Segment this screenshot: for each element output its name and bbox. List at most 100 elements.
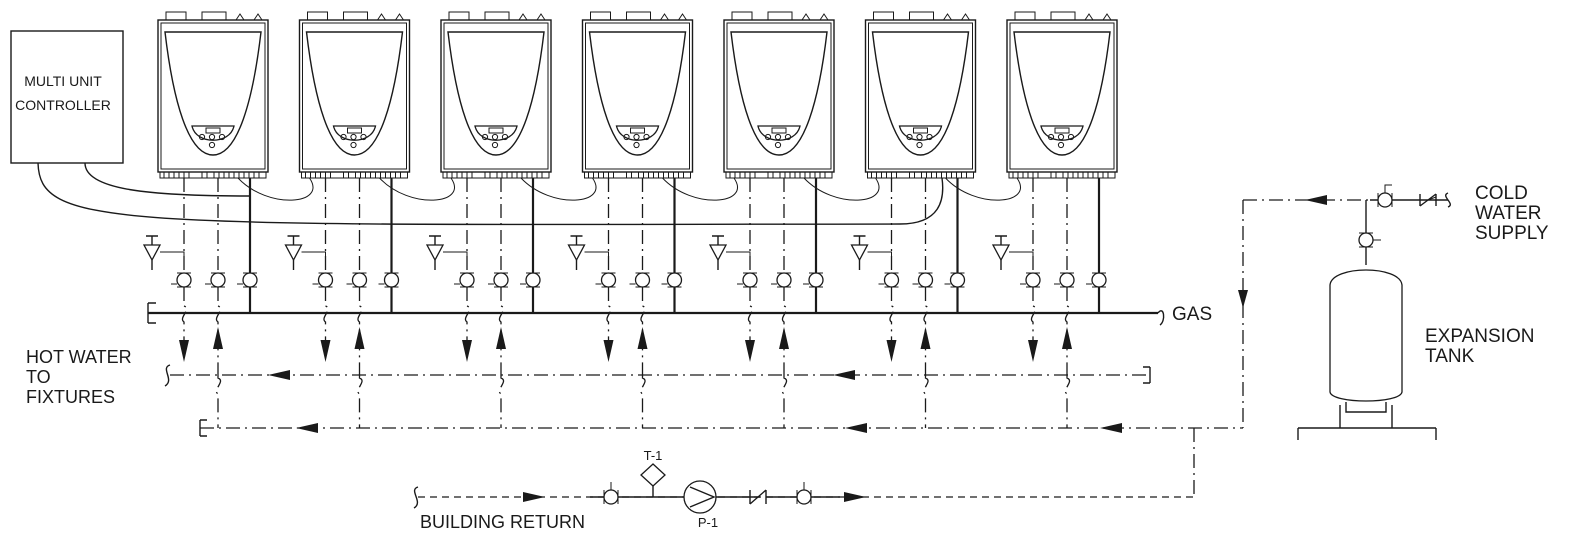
- ball-valve-icon: [312, 272, 334, 288]
- bottom-rail: [1008, 172, 1116, 179]
- cold-branch: [640, 375, 646, 428]
- expansion-tank: EXPANSION TANK: [1297, 200, 1534, 440]
- inlet-break: [1445, 192, 1451, 208]
- front-panel: [871, 31, 970, 156]
- relief-valve-icon: [850, 235, 892, 270]
- button-icon: [633, 133, 640, 141]
- relief-valve-icon: [567, 235, 609, 270]
- front-panel: [447, 31, 545, 156]
- top-fittings: [590, 11, 687, 21]
- connector: [871, 171, 877, 179]
- relief-valve-icon: [708, 235, 751, 270]
- connector: [891, 171, 897, 179]
- ball-valve-icon: [1358, 232, 1381, 248]
- water-heater-3: [425, 11, 597, 428]
- thermostat-icon: [640, 463, 666, 497]
- tank-body: [1329, 269, 1403, 402]
- flow-arrow-icon: [1100, 423, 1122, 433]
- water-heater-icon: [581, 19, 694, 173]
- top-fittings: [307, 11, 404, 21]
- flow-arrow-icon: [179, 340, 189, 362]
- gas-label: GAS: [1172, 304, 1212, 325]
- bottom-rail: [442, 172, 550, 179]
- connector: [365, 171, 371, 179]
- display-screen: [1054, 127, 1070, 134]
- button-icon: [1057, 141, 1065, 149]
- front-panel: [588, 31, 687, 156]
- cold-water-cap: [199, 419, 207, 437]
- button-icon: [1067, 133, 1075, 141]
- connector: [466, 171, 473, 179]
- connector: [1012, 171, 1019, 179]
- connector: [678, 171, 684, 179]
- connector: [173, 171, 180, 179]
- relief-valve-icon: [284, 235, 326, 270]
- connector: [1032, 171, 1039, 179]
- connector: [749, 171, 756, 179]
- connector: [809, 171, 816, 179]
- connector: [305, 171, 311, 179]
- button-icon: [764, 133, 772, 141]
- connector: [325, 171, 331, 179]
- top-fittings: [448, 11, 546, 21]
- relief-valve-icon: [142, 235, 185, 270]
- button-icon: [218, 133, 226, 141]
- connector: [881, 171, 887, 179]
- cold-branch: [357, 375, 363, 428]
- display-screen: [205, 127, 221, 134]
- connector: [931, 171, 937, 179]
- ball-valve-icon: [803, 272, 824, 288]
- hot-water-label-1: HOT WATER: [26, 347, 132, 367]
- connector: [343, 171, 349, 179]
- button-icon: [1057, 133, 1065, 141]
- button-icon: [491, 141, 499, 149]
- display-screen: [347, 127, 362, 134]
- button-icon: [916, 141, 923, 149]
- cold-branch: [1064, 375, 1071, 428]
- front-panel: [305, 31, 404, 156]
- relief-valve-icon: [991, 235, 1034, 270]
- ball-valve-icon: [454, 272, 475, 288]
- connector: [243, 171, 250, 179]
- bottom-rail: [584, 172, 691, 179]
- connector: [779, 171, 786, 179]
- bottom-rail: [301, 172, 408, 179]
- connector: [163, 171, 170, 179]
- button-icon: [208, 133, 216, 141]
- ball-valve-icon: [520, 272, 541, 288]
- flow-arrow-icon: [320, 340, 331, 362]
- relief-valve-icon: [425, 235, 468, 270]
- water-heater-icon: [440, 19, 552, 173]
- button-icon: [350, 133, 357, 141]
- connector: [1062, 171, 1069, 179]
- ball-valve-icon: [171, 272, 192, 288]
- water-heater-icon: [157, 19, 269, 173]
- flow-arrow-icon: [523, 492, 545, 502]
- display-screen: [771, 127, 787, 134]
- connector: [1092, 171, 1099, 179]
- cabinet-inner: [726, 22, 832, 170]
- connector: [484, 171, 491, 179]
- connector: [608, 171, 614, 179]
- gas-header: GAS: [147, 302, 1212, 326]
- comm-cable: [379, 177, 455, 201]
- button-icon: [198, 133, 206, 141]
- control-cable-1: [37, 162, 944, 226]
- hot-water-break: [164, 364, 171, 387]
- connector: [446, 171, 453, 179]
- connector: [941, 171, 947, 179]
- cold-branch: [781, 375, 788, 428]
- button-icon: [633, 141, 640, 149]
- hot-water-label-2: TO: [26, 367, 51, 387]
- connector: [598, 171, 604, 179]
- connector: [799, 171, 806, 179]
- water-heater-5: [708, 11, 880, 428]
- connector: [456, 171, 463, 179]
- cabinet-inner: [1009, 22, 1115, 170]
- cold-water-header: [199, 195, 1370, 497]
- ball-valve-icon: [1377, 184, 1393, 208]
- button-icon: [360, 133, 367, 141]
- cold-branch: [215, 375, 222, 428]
- return-break: [413, 486, 419, 509]
